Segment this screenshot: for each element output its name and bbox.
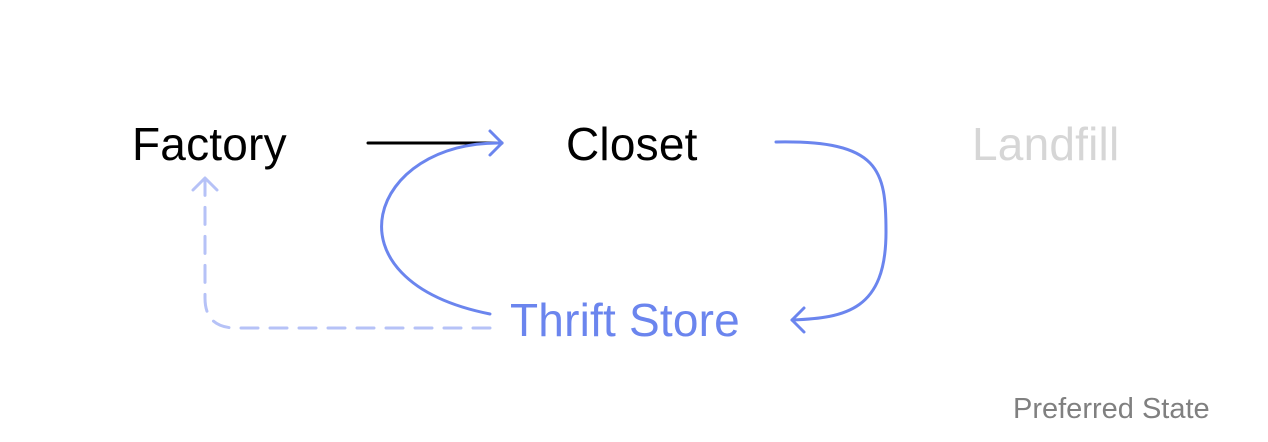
- arrow-thrift-to-closet: [380, 141, 504, 316]
- arrow-thrift-to-factory: [191, 176, 492, 330]
- node-factory: Factory: [132, 118, 287, 170]
- arrow-closet-to-thrift: [774, 140, 888, 334]
- node-thrift-store: Thrift Store: [510, 294, 740, 346]
- caption-preferred-state: Preferred State: [1013, 393, 1210, 425]
- node-closet: Closet: [566, 118, 698, 170]
- node-landfill: Landfill: [972, 118, 1120, 170]
